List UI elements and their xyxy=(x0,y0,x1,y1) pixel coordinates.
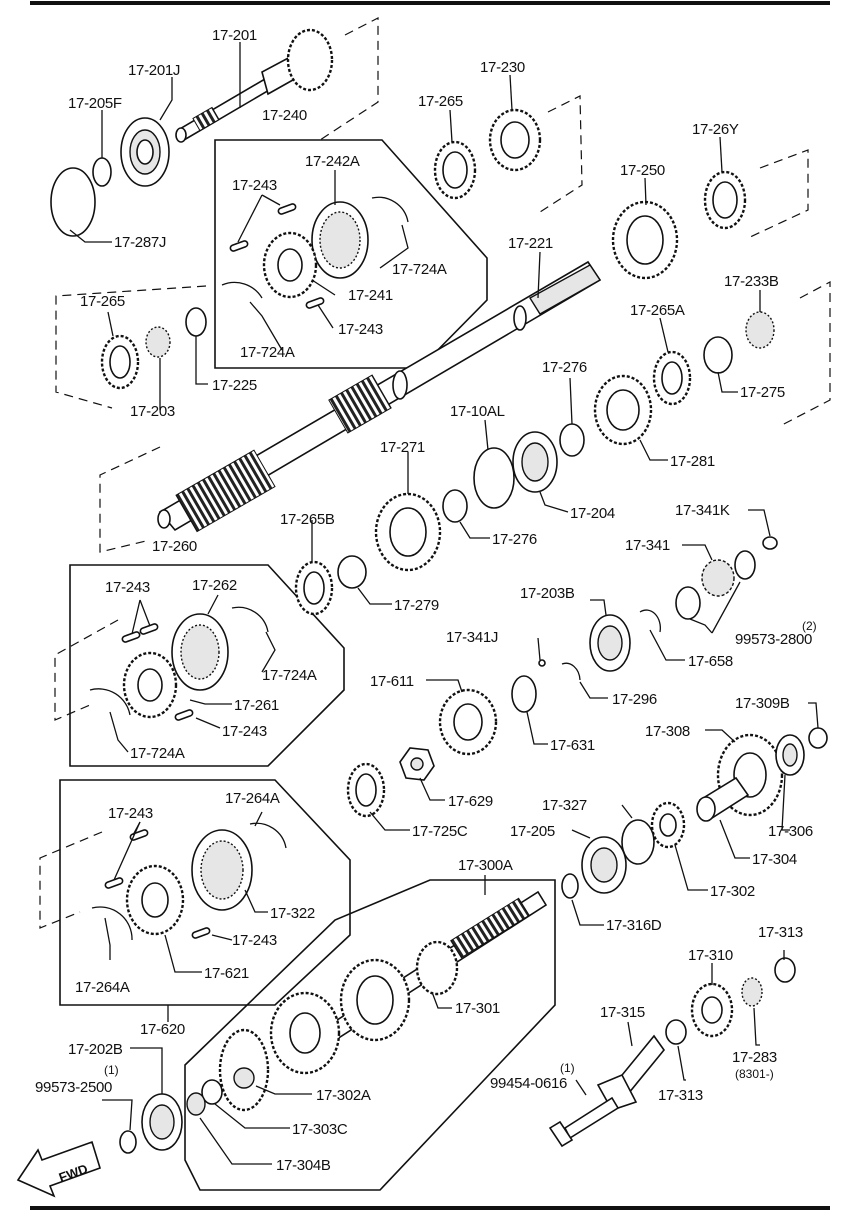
label-17-303C: 17-303C xyxy=(292,1121,348,1138)
label-17-225: 17-225 xyxy=(212,377,257,394)
label-17-276-top: 17-276 xyxy=(542,359,587,376)
label-17-283: 17-283 xyxy=(732,1049,777,1066)
box-17-260 xyxy=(69,564,345,767)
label-17-304: 17-304 xyxy=(752,851,797,868)
label-17-322: 17-322 xyxy=(270,905,315,922)
label-17-287J: 17-287J xyxy=(114,234,166,251)
label-99454-0616: 99454-0616 xyxy=(490,1075,567,1092)
label-17-304B: 17-304B xyxy=(276,1157,331,1174)
label-17-658: 17-658 xyxy=(688,653,733,670)
label-8301-note: (8301-) xyxy=(735,1067,774,1081)
label-17-611: 17-611 xyxy=(370,673,414,690)
label-17-243-260-top: 17-243 xyxy=(105,579,150,596)
label-17-202B: 17-202B xyxy=(68,1041,123,1058)
label-17-621: 17-621 xyxy=(204,965,249,982)
dashed-guides xyxy=(39,17,831,929)
label-17-203B: 17-203B xyxy=(520,585,575,602)
label-17-243-top: 17-243 xyxy=(232,177,277,194)
label-17-242A: 17-242A xyxy=(305,153,360,170)
label-17-310: 17-310 xyxy=(688,947,733,964)
main-shaft xyxy=(157,260,602,533)
label-17-262: 17-262 xyxy=(192,577,237,594)
label-17-243-620-top: 17-243 xyxy=(108,805,153,822)
label-17-724A-bottom: 17-724A xyxy=(240,344,295,361)
label-17-10AL: 17-10AL xyxy=(450,403,505,420)
label-17-201J: 17-201J xyxy=(128,62,180,79)
label-17-265A: 17-265A xyxy=(630,302,685,319)
label-17-240: 17-240 xyxy=(262,107,307,124)
label-17-276-bottom: 17-276 xyxy=(492,531,537,548)
label-17-629: 17-629 xyxy=(448,793,493,810)
parts xyxy=(16,108,828,1198)
label-99573-2800-qty: (2) xyxy=(802,619,817,633)
label-17-341: 17-341 xyxy=(625,537,670,554)
label-17-264A-bottom: 17-264A xyxy=(75,979,130,996)
label-17-302A: 17-302A xyxy=(316,1087,371,1104)
label-17-261: 17-261 xyxy=(234,697,279,714)
label-17-265-left: 17-265 xyxy=(80,293,125,310)
label-17-313-top: 17-313 xyxy=(758,924,803,941)
label-17-724A-260-left: 17-724A xyxy=(130,745,185,762)
label-17-250: 17-250 xyxy=(620,162,665,179)
label-17-264A-top: 17-264A xyxy=(225,790,280,807)
label-99573-2500-qty: (1) xyxy=(104,1063,119,1077)
label-17-243-260-bottom: 17-243 xyxy=(222,723,267,740)
label-17-205F: 17-205F xyxy=(68,95,122,112)
label-17-203: 17-203 xyxy=(130,403,175,420)
label-17-327: 17-327 xyxy=(542,797,587,814)
box-17-240 xyxy=(214,139,488,369)
label-17-271: 17-271 xyxy=(380,439,425,456)
label-99454-0616-qty: (1) xyxy=(560,1061,575,1075)
label-17-301: 17-301 xyxy=(455,1000,500,1017)
label-17-205: 17-205 xyxy=(510,823,555,840)
label-99573-2500: 99573-2500 xyxy=(35,1079,112,1096)
label-17-275: 17-275 xyxy=(740,384,785,401)
leader-lines xyxy=(69,42,819,1165)
label-17-724A-260-right: 17-724A xyxy=(262,667,317,684)
label-17-221: 17-221 xyxy=(508,235,553,252)
label-17-260: 17-260 xyxy=(152,538,197,555)
box-17-620 xyxy=(59,779,351,1006)
label-17-620: 17-620 xyxy=(140,1021,185,1038)
label-17-316D: 17-316D xyxy=(606,917,662,934)
label-17-279: 17-279 xyxy=(394,597,439,614)
box-17-300A xyxy=(184,879,556,1191)
label-17-724A-top: 17-724A xyxy=(392,261,447,278)
label-17-243-mid: 17-243 xyxy=(338,321,383,338)
label-17-725C: 17-725C xyxy=(412,823,468,840)
label-17-233B: 17-233B xyxy=(724,273,779,290)
label-17-306: 17-306 xyxy=(768,823,813,840)
label-17-313-bottom: 17-313 xyxy=(658,1087,703,1104)
label-17-296: 17-296 xyxy=(612,691,657,708)
label-17-26Y: 17-26Y xyxy=(692,121,739,138)
label-17-204: 17-204 xyxy=(570,505,615,522)
label-17-265-top: 17-265 xyxy=(418,93,463,110)
label-17-308: 17-308 xyxy=(645,723,690,740)
label-17-265B: 17-265B xyxy=(280,511,335,528)
label-17-631: 17-631 xyxy=(550,737,595,754)
label-17-241: 17-241 xyxy=(348,287,393,304)
input-shaft xyxy=(175,28,334,143)
label-17-230: 17-230 xyxy=(480,59,525,76)
label-17-309B: 17-309B xyxy=(735,695,790,712)
label-17-281: 17-281 xyxy=(670,453,715,470)
callout-labels: 17-201 17-201J 17-205F 17-287J 17-240 17… xyxy=(35,27,817,1185)
label-17-302: 17-302 xyxy=(710,883,755,900)
label-17-315: 17-315 xyxy=(600,1004,645,1021)
label-99573-2800: 99573-2800 xyxy=(735,631,812,648)
label-17-341J: 17-341J xyxy=(446,629,498,646)
label-17-341K: 17-341K xyxy=(675,502,730,519)
label-17-201: 17-201 xyxy=(212,27,257,44)
label-17-300A: 17-300A xyxy=(458,857,513,874)
label-17-243-620-bottom: 17-243 xyxy=(232,932,277,949)
